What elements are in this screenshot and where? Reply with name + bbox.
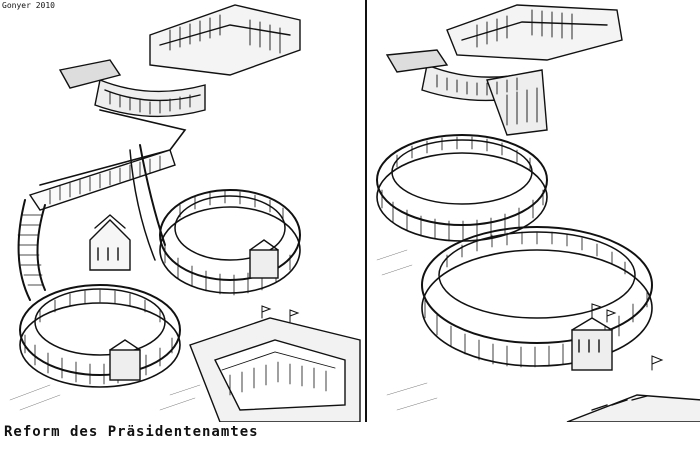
artist-signature: Gonyer 2010 [2,1,55,10]
cartoon-panel-right [365,0,700,422]
cartoon-panel-left: Gonyer 2010 [0,0,362,422]
cartoon-caption: Reform des Präsidentenamtes [4,424,259,440]
colonnade-ring-eight-top [376,134,548,242]
palace-building-left [58,4,301,118]
colonnade-ring-six-bottom [19,284,181,388]
small-house-left [89,214,131,271]
colonnade-ring-eight-bottom [421,226,653,371]
colonnade-ring-six-top [129,144,301,296]
panel-left-drawing [9,4,361,422]
palace-building-right [385,4,623,136]
courtyard-building-left [189,305,361,422]
courtyard-building-right [566,355,700,422]
panel-right-drawing [376,4,700,422]
